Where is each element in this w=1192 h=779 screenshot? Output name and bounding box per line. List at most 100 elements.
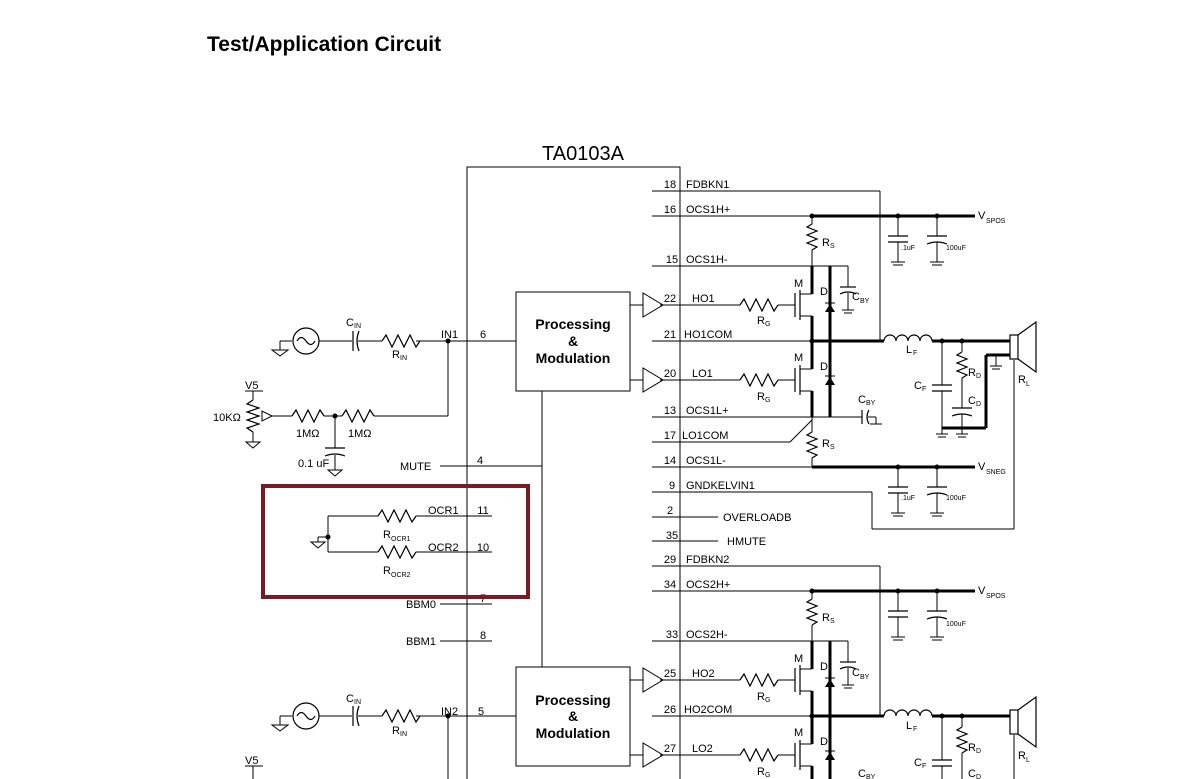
pin-name-mute: MUTE: [400, 461, 431, 473]
svg-text:R: R: [1018, 750, 1026, 762]
pin-num-in1: 6: [480, 329, 486, 341]
svg-text:F: F: [913, 350, 917, 357]
svg-text:BY: BY: [866, 774, 876, 779]
svg-text:OCS1H+: OCS1H+: [686, 204, 730, 216]
svg-text:LO2: LO2: [692, 743, 713, 755]
svg-text:R: R: [383, 565, 391, 577]
svg-text:D: D: [976, 373, 981, 380]
chip-outline: [466, 166, 681, 779]
svg-text:V: V: [978, 461, 986, 473]
svg-text:SNEG: SNEG: [986, 469, 1006, 476]
block1-line2: &: [568, 333, 578, 349]
svg-text:15: 15: [666, 254, 678, 266]
svg-text:HO2: HO2: [692, 668, 715, 680]
svg-text:20: 20: [664, 368, 676, 380]
block2-line3: Modulation: [536, 725, 611, 741]
svg-text:22: 22: [664, 293, 676, 305]
svg-text:IN: IN: [400, 731, 407, 738]
svg-text:R: R: [392, 349, 400, 361]
svg-text:25: 25: [664, 668, 676, 680]
svg-text:S: S: [830, 444, 835, 451]
svg-text:M: M: [794, 727, 803, 739]
svg-text:C: C: [346, 317, 354, 329]
svg-text:C: C: [968, 395, 976, 407]
svg-text:13: 13: [664, 405, 676, 417]
pin-num-ocr2: 10: [477, 542, 489, 554]
svg-text:FDBKN2: FDBKN2: [686, 554, 729, 566]
svg-text:L: L: [906, 720, 912, 732]
svg-text:IN: IN: [354, 323, 361, 330]
svg-text:D: D: [976, 401, 981, 408]
svg-text:R: R: [757, 691, 765, 703]
pin-num-in2: 5: [478, 706, 484, 718]
svg-text:14: 14: [664, 455, 676, 467]
pin-name-ocr1: OCR1: [428, 505, 459, 517]
pin-name-in1: IN1: [441, 329, 458, 341]
svg-text:18: 18: [664, 179, 676, 191]
svg-text:9: 9: [669, 480, 675, 492]
svg-text:C: C: [852, 667, 860, 679]
pin-name-bbm1: BBM1: [406, 636, 436, 648]
svg-text:SPOS: SPOS: [986, 218, 1006, 225]
svg-text:16: 16: [664, 204, 676, 216]
svg-text:29: 29: [664, 554, 676, 566]
svg-text:OCR1: OCR1: [391, 536, 411, 543]
bias-network-1: V5 10KΩ 1MΩ 1MΩ 0.1 uF: [213, 380, 448, 477]
svg-text:F: F: [913, 726, 917, 733]
svg-text:M: M: [794, 653, 803, 665]
svg-text:HO2COM: HO2COM: [684, 704, 732, 716]
svg-text:D: D: [820, 736, 828, 748]
svg-text:33: 33: [666, 629, 678, 641]
svg-text:.1uF: .1uF: [901, 245, 915, 252]
svg-text:R: R: [757, 766, 765, 778]
svg-text:D: D: [976, 774, 981, 779]
pin-num-bbm1: 8: [480, 630, 486, 642]
svg-text:FDBKN1: FDBKN1: [686, 179, 729, 191]
svg-text:V: V: [978, 210, 986, 222]
svg-text:L: L: [1026, 757, 1030, 764]
svg-text:R: R: [1018, 374, 1026, 386]
svg-text:G: G: [765, 772, 770, 779]
svg-text:.1uF: .1uF: [901, 495, 915, 502]
svg-text:M: M: [794, 278, 803, 290]
svg-text:D: D: [976, 748, 981, 755]
chip-name: TA0103A: [542, 143, 625, 165]
svg-text:2: 2: [667, 505, 673, 517]
svg-text:BY: BY: [860, 298, 870, 305]
svg-text:C: C: [858, 768, 866, 779]
svg-text:V5: V5: [245, 755, 258, 767]
svg-text:D: D: [820, 286, 828, 298]
svg-text:100uF: 100uF: [946, 245, 966, 252]
pin-name-ocr2: OCR2: [428, 542, 459, 554]
svg-text:1MΩ: 1MΩ: [296, 428, 320, 440]
svg-text:OCS1H-: OCS1H-: [686, 254, 728, 266]
svg-text:F: F: [922, 763, 926, 770]
svg-text:26: 26: [664, 704, 676, 716]
svg-text:R: R: [822, 237, 830, 249]
svg-text:R: R: [968, 742, 976, 754]
svg-text:OCS2H+: OCS2H+: [686, 579, 730, 591]
svg-text:IN: IN: [400, 355, 407, 362]
page-title: Test/Application Circuit: [207, 33, 442, 56]
svg-text:C: C: [968, 768, 976, 779]
svg-text:L: L: [1026, 381, 1030, 388]
svg-text:C: C: [858, 394, 866, 406]
block2-line2: &: [568, 708, 578, 724]
svg-text:M: M: [794, 352, 803, 364]
svg-text:OCS1L-: OCS1L-: [686, 455, 726, 467]
svg-text:R: R: [392, 725, 400, 737]
svg-text:C: C: [914, 380, 922, 392]
svg-text:1MΩ: 1MΩ: [348, 428, 372, 440]
svg-text:L: L: [906, 344, 912, 356]
svg-text:D: D: [820, 361, 828, 373]
svg-text:HO1COM: HO1COM: [684, 329, 732, 341]
svg-text:C: C: [852, 291, 860, 303]
